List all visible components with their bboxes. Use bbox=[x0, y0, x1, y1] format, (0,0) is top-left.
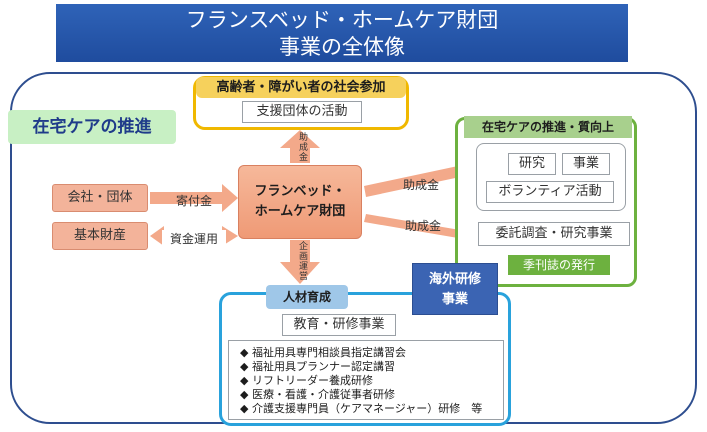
training-list bbox=[228, 340, 504, 420]
arrow-grant-research bbox=[364, 159, 478, 197]
foundation-line-1: フランベッド・ bbox=[254, 184, 346, 199]
education-training-item: 教育・研修事業 bbox=[282, 314, 396, 336]
overseas-line-2: 事業 bbox=[441, 292, 468, 307]
quality-improvement-heading: 在宅ケアの推進・質向上 bbox=[464, 116, 632, 138]
list-item: ◆ 介護支援専門員（ケアマネージャー）研修 等 bbox=[240, 402, 483, 415]
arrow-grant-commission bbox=[364, 214, 478, 245]
page-title: フランスベッド・ホームケア財団 事業の全体像 bbox=[56, 4, 628, 62]
foundation-line-2: ホームケア財団 bbox=[254, 204, 346, 219]
social-participation-heading: 高齢者・障がい者の社会参加 bbox=[196, 77, 406, 98]
basic-assets: 基本財産 bbox=[52, 222, 148, 250]
overseas-line-1: 海外研修 bbox=[428, 272, 481, 287]
title-line-2: 事業の全体像 bbox=[279, 35, 405, 59]
volunteer-item: ボランティア活動 bbox=[486, 181, 614, 203]
arrow-down-planning bbox=[280, 240, 320, 284]
overseas-training-box: 海外研修 事業 bbox=[412, 263, 498, 315]
arrow-donation bbox=[150, 184, 238, 212]
list-item: ◆ リフトリーダー養成研修 bbox=[240, 374, 373, 387]
arrow-up-grant bbox=[280, 130, 320, 163]
grant-label-commission: 助成金 bbox=[404, 219, 441, 233]
list-item: ◆ 医療・看護・介護従事者研修 bbox=[240, 388, 395, 401]
list-item: ◆ 福祉用具プランナー認定講習 bbox=[240, 360, 395, 373]
journal-publication: 季刊誌の発行 bbox=[508, 255, 610, 275]
research-item: 研究 bbox=[508, 153, 556, 175]
fund-management-label: 資金運用 bbox=[162, 230, 226, 247]
support-group-activity: 支援団体の活動 bbox=[242, 101, 362, 123]
planning-operation-label: 企画運営 bbox=[297, 241, 307, 281]
company-organization: 会社・団体 bbox=[52, 184, 148, 212]
section-label: 在宅ケアの推進 bbox=[8, 110, 176, 144]
grant-up-label: 助成金 bbox=[297, 132, 307, 162]
list-item: ◆ 福祉用具専門相談員指定講習会 bbox=[240, 346, 406, 359]
title-line-1: フランスベッド・ホームケア財団 bbox=[185, 8, 499, 32]
training-heading: 人材育成 bbox=[266, 285, 348, 309]
grant-label-research: 助成金 bbox=[402, 178, 439, 192]
commission-research-item: 委託調査・研究事業 bbox=[478, 222, 630, 246]
foundation-box: フランベッド・ ホームケア財団 bbox=[238, 165, 362, 239]
donation-label: 寄付金 bbox=[175, 194, 212, 208]
project-item: 事業 bbox=[562, 153, 610, 175]
